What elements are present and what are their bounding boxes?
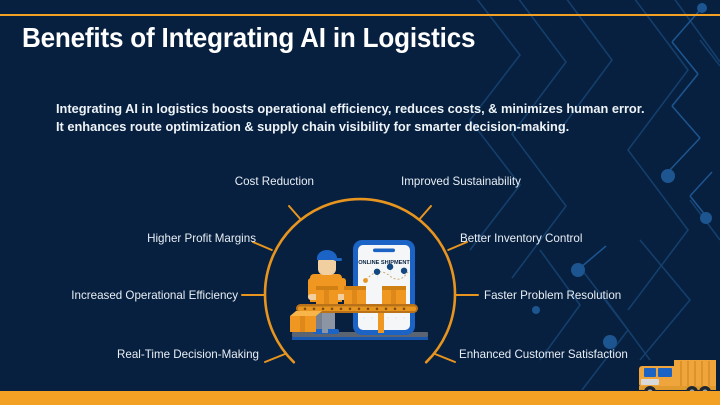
left-connectors xyxy=(241,205,301,363)
route-origin-dot xyxy=(363,278,368,283)
box-on-belt-3 xyxy=(382,286,406,304)
floor-shadow xyxy=(292,337,428,340)
tablet-screen-heading: ONLINE SHIPMENT xyxy=(358,260,410,266)
delivery-truck-icon xyxy=(639,360,716,398)
benefit-label-improved-sustainability: Improved Sustainability xyxy=(401,175,521,189)
top-accent-rule xyxy=(0,14,720,16)
benefit-label-text: Cost Reduction xyxy=(234,175,314,188)
benefit-label-text: Increased Operational Efficiency xyxy=(71,289,238,302)
warehouse-illustration: ONLINE SHIPMENT xyxy=(290,240,428,340)
benefit-label-text: Real-Time Decision-Making xyxy=(117,348,259,361)
benefit-label-cost-reduction: Cost Reduction xyxy=(235,175,314,189)
benefit-label-faster-problem-resolution: Faster Problem Resolution xyxy=(484,289,621,303)
intro-paragraph: Integrating AI in logistics boosts opera… xyxy=(56,101,645,134)
conveyor-belt xyxy=(296,304,418,333)
benefit-label-increased-operational-efficiency: Increased Operational Efficiency xyxy=(71,289,238,303)
conveyor-rollers xyxy=(303,307,406,311)
bottom-accent-band xyxy=(0,391,720,405)
page-title: Benefits of Integrating AI in Logistics xyxy=(22,22,476,53)
route-dotted-path xyxy=(365,271,409,281)
benefit-label-text: Improved Sustainability xyxy=(401,175,521,188)
right-connectors xyxy=(419,205,479,363)
benefit-label-enhanced-customer-satisfaction: Enhanced Customer Satisfaction xyxy=(459,348,628,362)
benefit-label-text: Higher Profit Margins xyxy=(147,232,256,245)
benefit-label-better-inventory-control: Better Inventory Control xyxy=(460,232,582,246)
cargo-ribs xyxy=(680,361,710,387)
benefit-label-higher-profit-margins: Higher Profit Margins xyxy=(147,232,256,246)
route-pins xyxy=(373,263,408,280)
benefit-label-text: Better Inventory Control xyxy=(460,232,583,245)
arc-path xyxy=(263,197,457,364)
benefit-label-text: Enhanced Customer Satisfaction xyxy=(459,348,628,361)
benefits-diagram: Cost Reduction Higher Profit Margins Inc… xyxy=(0,160,720,375)
box-on-floor xyxy=(290,311,322,332)
box-on-belt-1 xyxy=(316,286,338,304)
box-on-belt-2 xyxy=(344,286,366,304)
benefit-label-real-time-decision-making: Real-Time Decision-Making xyxy=(117,348,259,362)
benefits-arc xyxy=(241,197,479,364)
benefit-label-text: Faster Problem Resolution xyxy=(484,289,622,302)
